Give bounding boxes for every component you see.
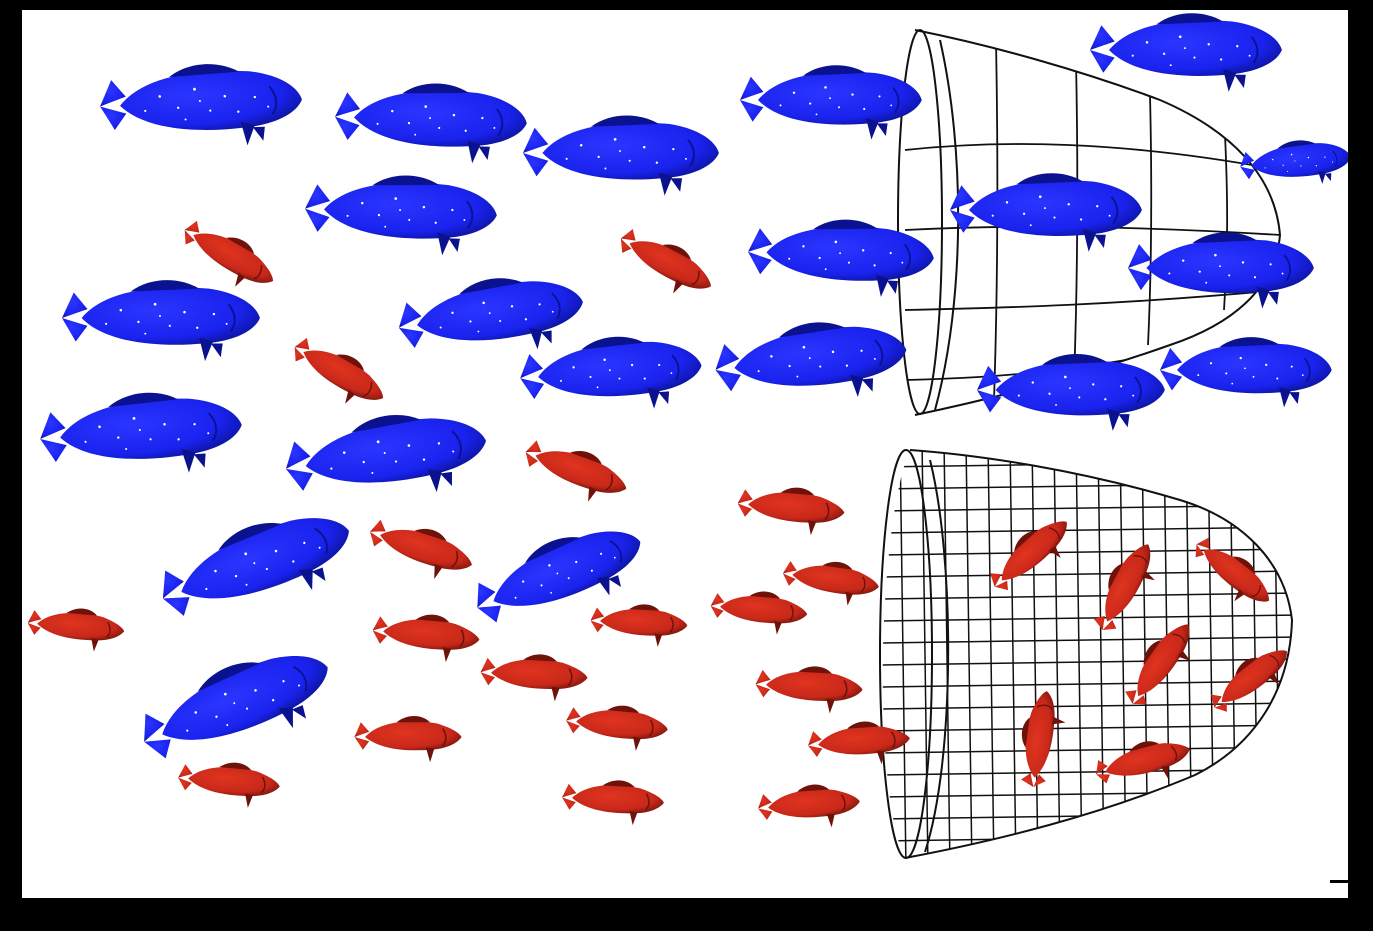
fishing-nets-illustration — [0, 0, 1373, 931]
illustration-frame — [0, 0, 1373, 931]
